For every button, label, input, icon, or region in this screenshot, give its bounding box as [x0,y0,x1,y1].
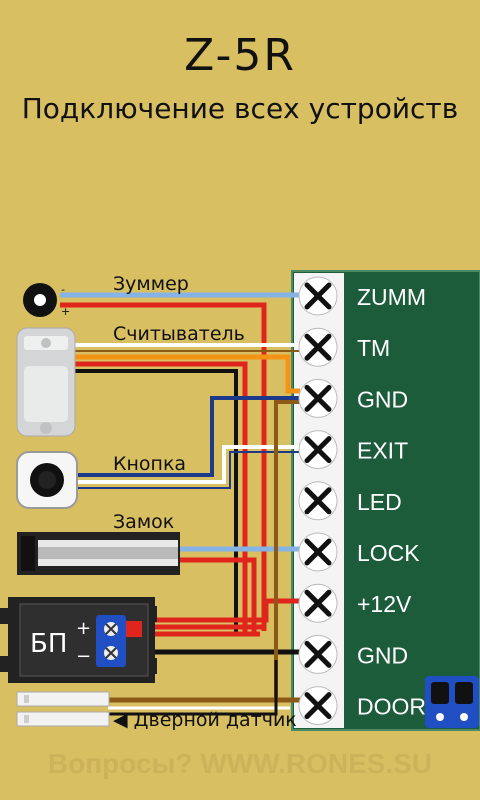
exit-button-device [16,451,78,509]
door-wire-brown-up [274,400,300,700]
reader-wire-red [75,361,248,633]
buzzer-device: - + [23,283,70,318]
terminal-label-led-4: LED [357,489,402,515]
terminal-label-gnd-7: GND [357,642,408,668]
door-jumper[interactable] [425,676,479,728]
reader-label: Считыватель [113,323,245,345]
buzzer-wire-power [60,302,267,631]
reader-device [16,327,76,437]
buzzer-minus-sign: - [61,283,65,296]
buzzer-plus-sign: + [61,305,70,318]
button-wire-blue-edge [78,451,300,489]
terminal-label-gnd-2: GND [357,386,408,412]
page-subtitle: Подключение всех устройств [21,92,459,125]
terminal-label-zumm-0: ZUMM [357,284,426,310]
power-supply-device: БП + − [0,597,157,683]
terminal-screw-6[interactable] [298,583,338,623]
magnetic-lock-device [17,532,180,575]
psu-plus-bundle-1 [142,598,300,623]
door-wire-black [108,660,278,716]
terminal-label-exit-3: EXIT [357,438,408,464]
terminal-label-lock-5: LOCK [357,540,420,566]
terminal-screw-8[interactable] [298,686,338,726]
door-sensor-label: ◀ Дверной датчик [113,709,297,731]
door-sensor-device [16,691,110,727]
page-title: Z-5R [184,30,296,81]
terminal-screw-0[interactable] [298,276,338,316]
button-wire-white [78,445,300,484]
psu-minus-sign: − [76,646,91,667]
terminal-screw-4[interactable] [298,481,338,521]
terminal-label-12v-6: +12V [357,591,412,617]
button-wire-blue [78,396,300,477]
terminal-label-door-8: DOOR [357,694,426,720]
footer-text: Вопросы? WWW.RONES.SU [47,748,433,779]
lock-wire-red [180,557,257,636]
terminal-screw-2[interactable] [298,378,338,418]
terminal-block: ZUMM TM GND EXIT LED LOCK +12V GND DOOR [298,276,426,726]
terminal-screw-7[interactable] [298,634,338,674]
terminal-screw-5[interactable] [298,532,338,572]
psu-label: БП [30,629,67,659]
buzzer-label: Зуммер [113,273,189,295]
terminal-screw-1[interactable] [298,327,338,367]
reader-wire-white2 [75,354,300,394]
psu-plus-sign: + [76,618,91,639]
lock-label: Замок [113,511,174,533]
terminal-screw-3[interactable] [298,430,338,470]
terminal-label-tm-1: TM [357,335,390,361]
button-label: Кнопка [113,453,186,475]
